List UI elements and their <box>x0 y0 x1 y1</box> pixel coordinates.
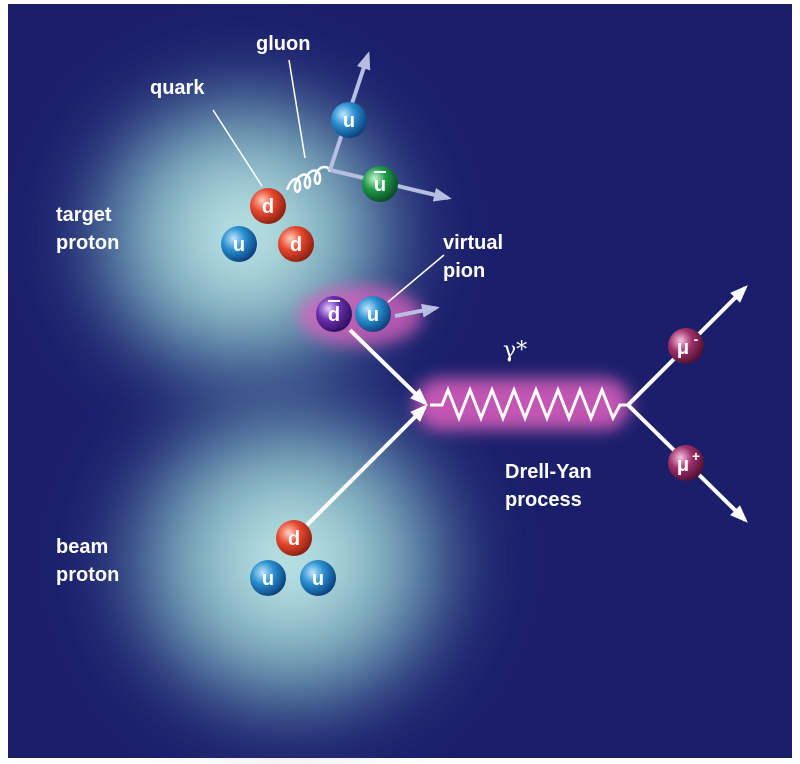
virtual-photon-zigzag <box>430 385 628 423</box>
beam-u-quark-left: u <box>250 560 286 596</box>
gluon-pointer-line <box>288 59 306 159</box>
antiquark-arrow <box>348 328 428 406</box>
muon-plus: μ + <box>668 445 704 481</box>
svg-text:μ: μ <box>677 337 689 359</box>
muon-minus: μ - <box>668 328 704 364</box>
gluon-label: gluon <box>256 33 310 55</box>
svg-text:-: - <box>694 331 699 347</box>
pion-anti-d-quark: d <box>316 296 352 332</box>
svg-text:u: u <box>374 174 386 196</box>
process-label-line1: Drell-Yan <box>505 461 592 483</box>
svg-text:d: d <box>290 234 302 256</box>
quark-label: quark <box>150 77 205 99</box>
gluon-coil <box>285 165 332 194</box>
process-label-line2: process <box>505 489 582 511</box>
beam-u-quark-right: u <box>300 560 336 596</box>
beam-proton-label-line1: beam <box>56 536 108 558</box>
svg-text:d: d <box>328 304 340 326</box>
svg-text:μ: μ <box>677 454 689 476</box>
svg-text:+: + <box>692 448 700 464</box>
virtual-pion-label-line2: pion <box>443 260 485 282</box>
target-d-quark-top: d <box>250 188 286 224</box>
gluon-u-quark: u <box>331 102 367 138</box>
svg-text:u: u <box>343 110 355 132</box>
svg-text:u: u <box>262 568 274 590</box>
beam-proton-label-line2: proton <box>56 564 119 586</box>
svg-text:u: u <box>312 568 324 590</box>
beam-d-quark: d <box>276 520 312 556</box>
gluon-anti-u-quark: u <box>362 166 398 202</box>
virtual-pion-label-line1: virtual <box>443 232 503 254</box>
svg-text:u: u <box>367 304 379 326</box>
target-proton-label-line2: proton <box>56 232 119 254</box>
virtual-pion-pointer-line <box>387 254 445 303</box>
svg-text:d: d <box>262 196 274 218</box>
target-d-quark: d <box>278 226 314 262</box>
pion-u-quark: u <box>355 296 391 332</box>
target-proton-label-line1: target <box>56 204 112 226</box>
target-u-quark: u <box>221 226 257 262</box>
photon-label: γ* <box>503 338 527 363</box>
beam-quark-arrow <box>294 404 428 538</box>
svg-text:u: u <box>233 234 245 256</box>
beam-proton-glow <box>80 360 500 760</box>
quark-pointer-line <box>212 109 263 187</box>
svg-text:d: d <box>288 528 300 550</box>
pion-outgoing-arrow <box>394 303 440 318</box>
